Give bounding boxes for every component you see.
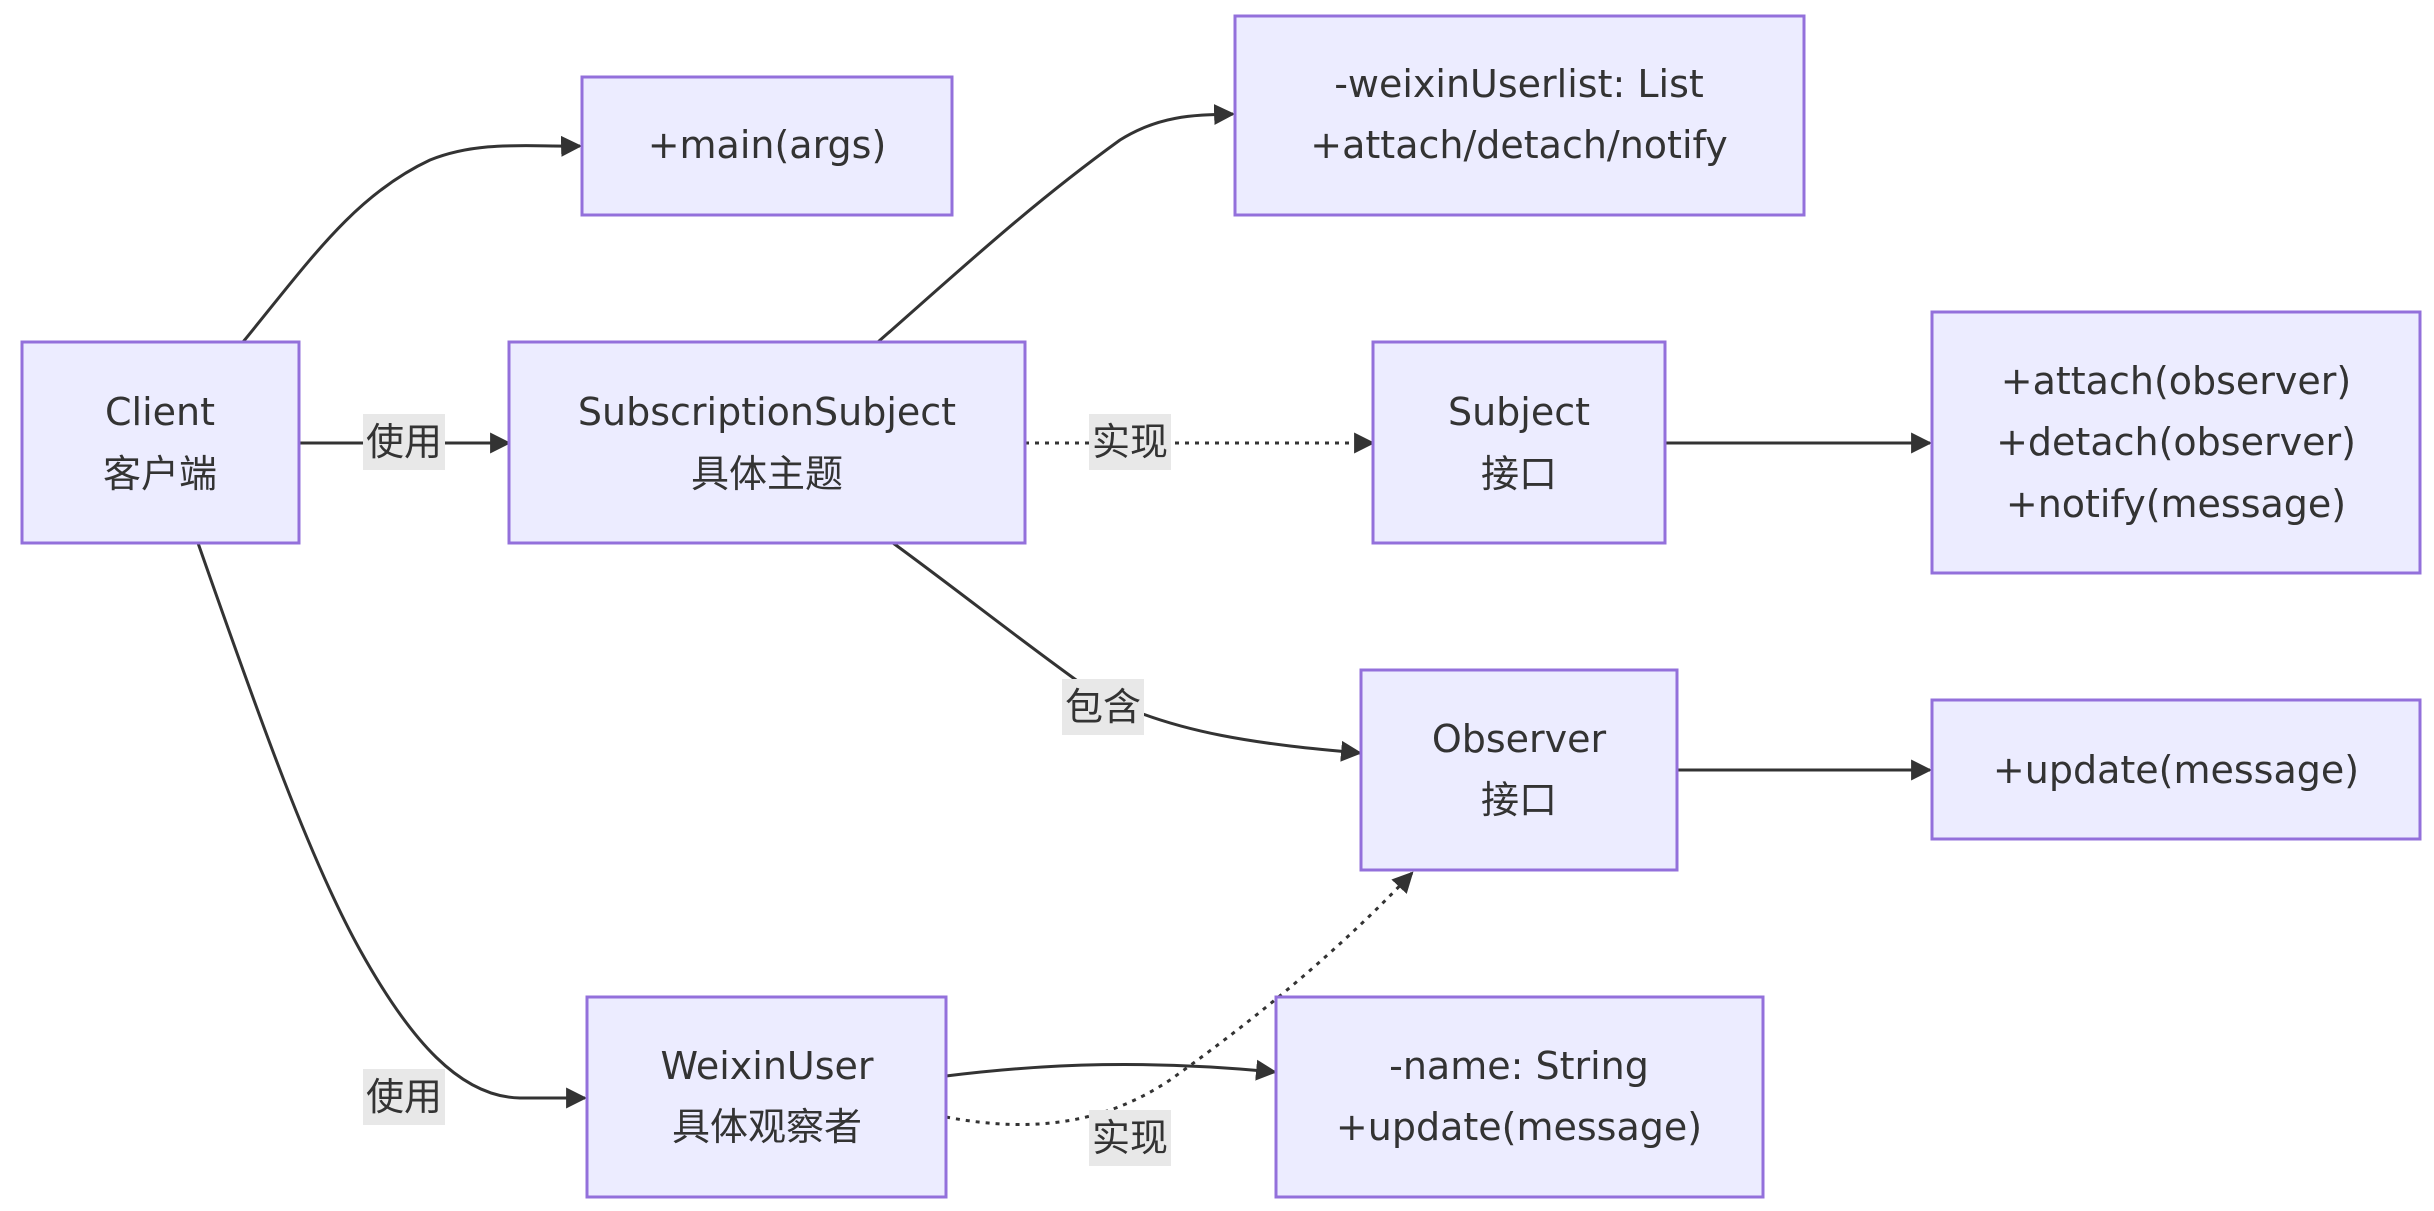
svg-text:实现: 实现 [1092,1116,1168,1160]
edge-subscription-subject-to-members [877,104,1236,344]
node-client-methods: +main(args) [580,75,954,217]
svg-text:-name: String: -name: String [1389,1044,1649,1088]
svg-text:-weixinUserlist: List: -weixinUserlist: List [1334,62,1704,106]
svg-text:WeixinUser: WeixinUser [660,1044,873,1088]
svg-text:实现: 实现 [1092,420,1168,464]
svg-text:+update(message): +update(message) [1993,748,2359,792]
svg-text:+notify(message): +notify(message) [2006,482,2346,526]
svg-text:+attach/detach/notify: +attach/detach/notify [1310,123,1727,167]
node-weixin-user-members: -name: String +update(message) [1274,995,1765,1199]
edge-label-user-implements: 实现 [1089,1110,1171,1166]
node-subscription-subject-members: -weixinUserlist: List +attach/detach/not… [1233,14,1806,217]
edges [196,104,1933,1126]
svg-text:SubscriptionSubject: SubscriptionSubject [578,390,956,434]
node-subject-methods: +attach(observer) +detach(observer) +not… [1930,310,2422,575]
edge-label-subject-implements: 实现 [1089,414,1171,470]
svg-text:Client: Client [105,390,215,434]
svg-text:接口: 接口 [1481,778,1557,822]
svg-text:接口: 接口 [1481,452,1557,496]
node-observer-methods: +update(message) [1930,698,2422,841]
svg-text:+attach(observer): +attach(observer) [2001,359,2352,403]
node-weixin-user: WeixinUser 具体观察者 [585,995,948,1199]
svg-text:客户端: 客户端 [103,452,217,496]
svg-text:使用: 使用 [366,1075,442,1119]
node-subscription-subject: SubscriptionSubject 具体主题 [507,340,1027,545]
node-observer: Observer 接口 [1359,668,1679,872]
edge-labels: 使用 实现 包含 使用 实现 [363,414,1171,1166]
edge-client-to-main [241,135,583,343]
svg-text:+detach(observer): +detach(observer) [1996,420,2356,464]
edge-label-subject-contains-observer: 包含 [1062,679,1144,735]
svg-text:+main(args): +main(args) [648,123,887,167]
svg-text:具体观察者: 具体观察者 [672,1105,862,1149]
node-client: Client 客户端 [20,340,301,545]
edge-client-to-weixin-user [196,542,588,1109]
svg-text:Subject: Subject [1448,390,1590,434]
svg-text:具体主题: 具体主题 [691,452,843,496]
edge-label-client-uses-subject: 使用 [363,414,445,470]
edge-weixin-user-implements-observer [945,871,1414,1126]
svg-text:使用: 使用 [366,420,442,464]
svg-text:Observer: Observer [1432,717,1607,761]
edge-label-client-uses-user: 使用 [363,1069,445,1125]
svg-text:+update(message): +update(message) [1336,1105,1702,1149]
svg-text:包含: 包含 [1065,685,1141,729]
node-subject: Subject 接口 [1371,340,1667,545]
edge-weixin-user-to-members [945,1059,1278,1081]
